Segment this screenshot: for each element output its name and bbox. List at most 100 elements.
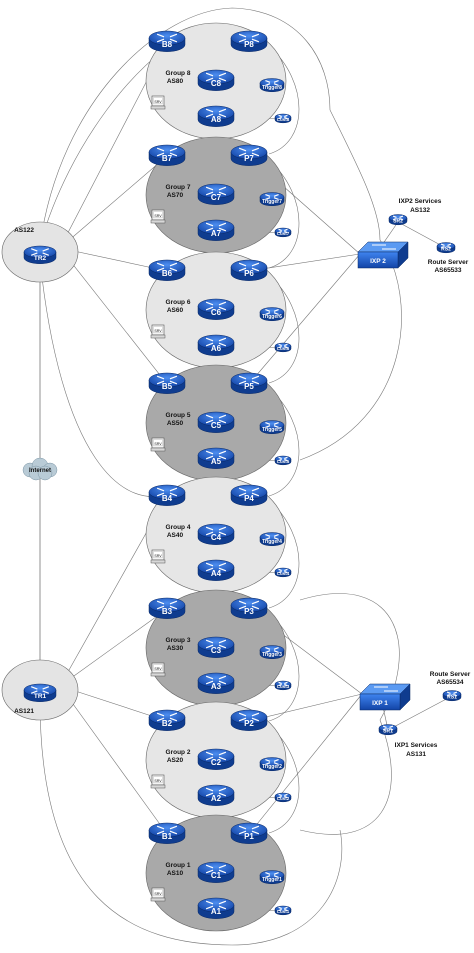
group-as: AS10 <box>167 870 184 877</box>
router-label: Cust4 <box>277 571 290 576</box>
router-label: A5 <box>211 457 222 466</box>
router-icon <box>197 411 235 433</box>
rs1-title: Route Server <box>430 671 471 678</box>
router-icon <box>148 259 186 281</box>
router-arrows <box>205 186 227 196</box>
router-icon <box>230 709 268 731</box>
router-label: P2 <box>244 719 254 728</box>
router-icon <box>259 420 285 435</box>
router-label: SR1 <box>383 729 393 735</box>
router-arrows <box>278 114 288 120</box>
server-icon <box>150 887 166 902</box>
router-arrows <box>205 301 227 311</box>
router-icon <box>148 822 186 844</box>
ixp2-p4-link <box>299 239 402 461</box>
router-arrows <box>265 871 279 879</box>
router-arrows <box>205 787 227 797</box>
router-icon <box>274 342 292 353</box>
router-label: TR1 <box>34 693 47 700</box>
switch-front <box>359 693 401 711</box>
server-base <box>150 897 166 902</box>
rs1-as: AS65534 <box>436 679 463 686</box>
ixp2-services-as: AS132 <box>410 207 430 214</box>
router-icon <box>388 214 408 226</box>
router-arrows <box>278 568 288 574</box>
server-label: SRV <box>154 554 162 558</box>
router-icon <box>197 523 235 545</box>
router-icon <box>197 861 235 883</box>
switch-arrows <box>372 244 396 250</box>
router-icon <box>197 105 235 127</box>
internet-label: Internet <box>29 468 51 474</box>
router-arrows <box>238 33 260 43</box>
router-icon <box>23 245 57 264</box>
router-arrows <box>278 228 288 234</box>
router-label: Trigger6 <box>262 314 282 320</box>
tr1-outer-link <box>39 699 343 946</box>
router-arrows <box>205 900 227 910</box>
router-label: A7 <box>211 229 222 238</box>
ixp2-services-title: IXP2 Services <box>399 198 442 205</box>
ixp-label: IXP 1 <box>372 700 388 707</box>
router-icon <box>230 144 268 166</box>
group-name: Group 1 <box>166 862 191 869</box>
server-display <box>153 664 163 671</box>
router-arrows <box>265 79 279 87</box>
group-as: AS60 <box>167 307 184 314</box>
tr2-b-link <box>59 155 168 249</box>
router-icon <box>274 567 292 578</box>
router-label: A2 <box>211 794 222 803</box>
router-icon <box>259 870 285 885</box>
switch-arrows <box>374 686 398 692</box>
router-label: B4 <box>162 494 173 503</box>
router-arrows <box>156 375 178 385</box>
ixp1-p-link <box>248 693 363 722</box>
router-label: P7 <box>244 154 254 163</box>
server-base <box>150 559 166 564</box>
tr1-b-link <box>59 685 168 835</box>
server-base <box>150 105 166 110</box>
router-label: B3 <box>162 607 173 616</box>
router-arrows <box>156 487 178 497</box>
router-arrows <box>238 375 260 385</box>
router-icon <box>274 792 292 803</box>
router-label: Trigger3 <box>262 652 282 658</box>
router-arrows <box>205 450 227 460</box>
router-arrows <box>156 33 178 43</box>
router-arrows <box>446 691 458 697</box>
ixp-label: IXP 2 <box>370 258 386 265</box>
router-label: RS1 <box>447 695 457 701</box>
router-label: C5 <box>211 421 222 430</box>
router-label: P1 <box>244 832 254 841</box>
ixp1-services-title: IXP1 Services <box>395 742 438 749</box>
router-arrows <box>238 262 260 272</box>
router-arrows <box>156 825 178 835</box>
router-icon <box>197 636 235 658</box>
router-icon <box>148 144 186 166</box>
router-label: B8 <box>162 40 173 49</box>
router-arrows <box>205 675 227 685</box>
tr1-b-link <box>59 608 168 687</box>
tr2-outer-link <box>39 7 331 246</box>
router-icon <box>148 709 186 731</box>
router-arrows <box>238 600 260 610</box>
group-name: Group 2 <box>166 749 191 756</box>
router-arrows <box>205 72 227 82</box>
router-icon <box>259 757 285 772</box>
server-icon <box>150 774 166 789</box>
router-icon <box>274 680 292 691</box>
ixp2-p-link <box>248 253 361 385</box>
server-base <box>150 334 166 339</box>
router-icon <box>230 259 268 281</box>
router-arrows <box>265 421 279 429</box>
group-as: AS70 <box>167 192 184 199</box>
nodes-layer <box>22 30 462 919</box>
router-arrows <box>156 262 178 272</box>
router-icon <box>259 78 285 93</box>
router-icon <box>378 724 398 736</box>
cloud-puff <box>37 465 53 481</box>
router-icon <box>148 484 186 506</box>
router-icon <box>197 183 235 205</box>
